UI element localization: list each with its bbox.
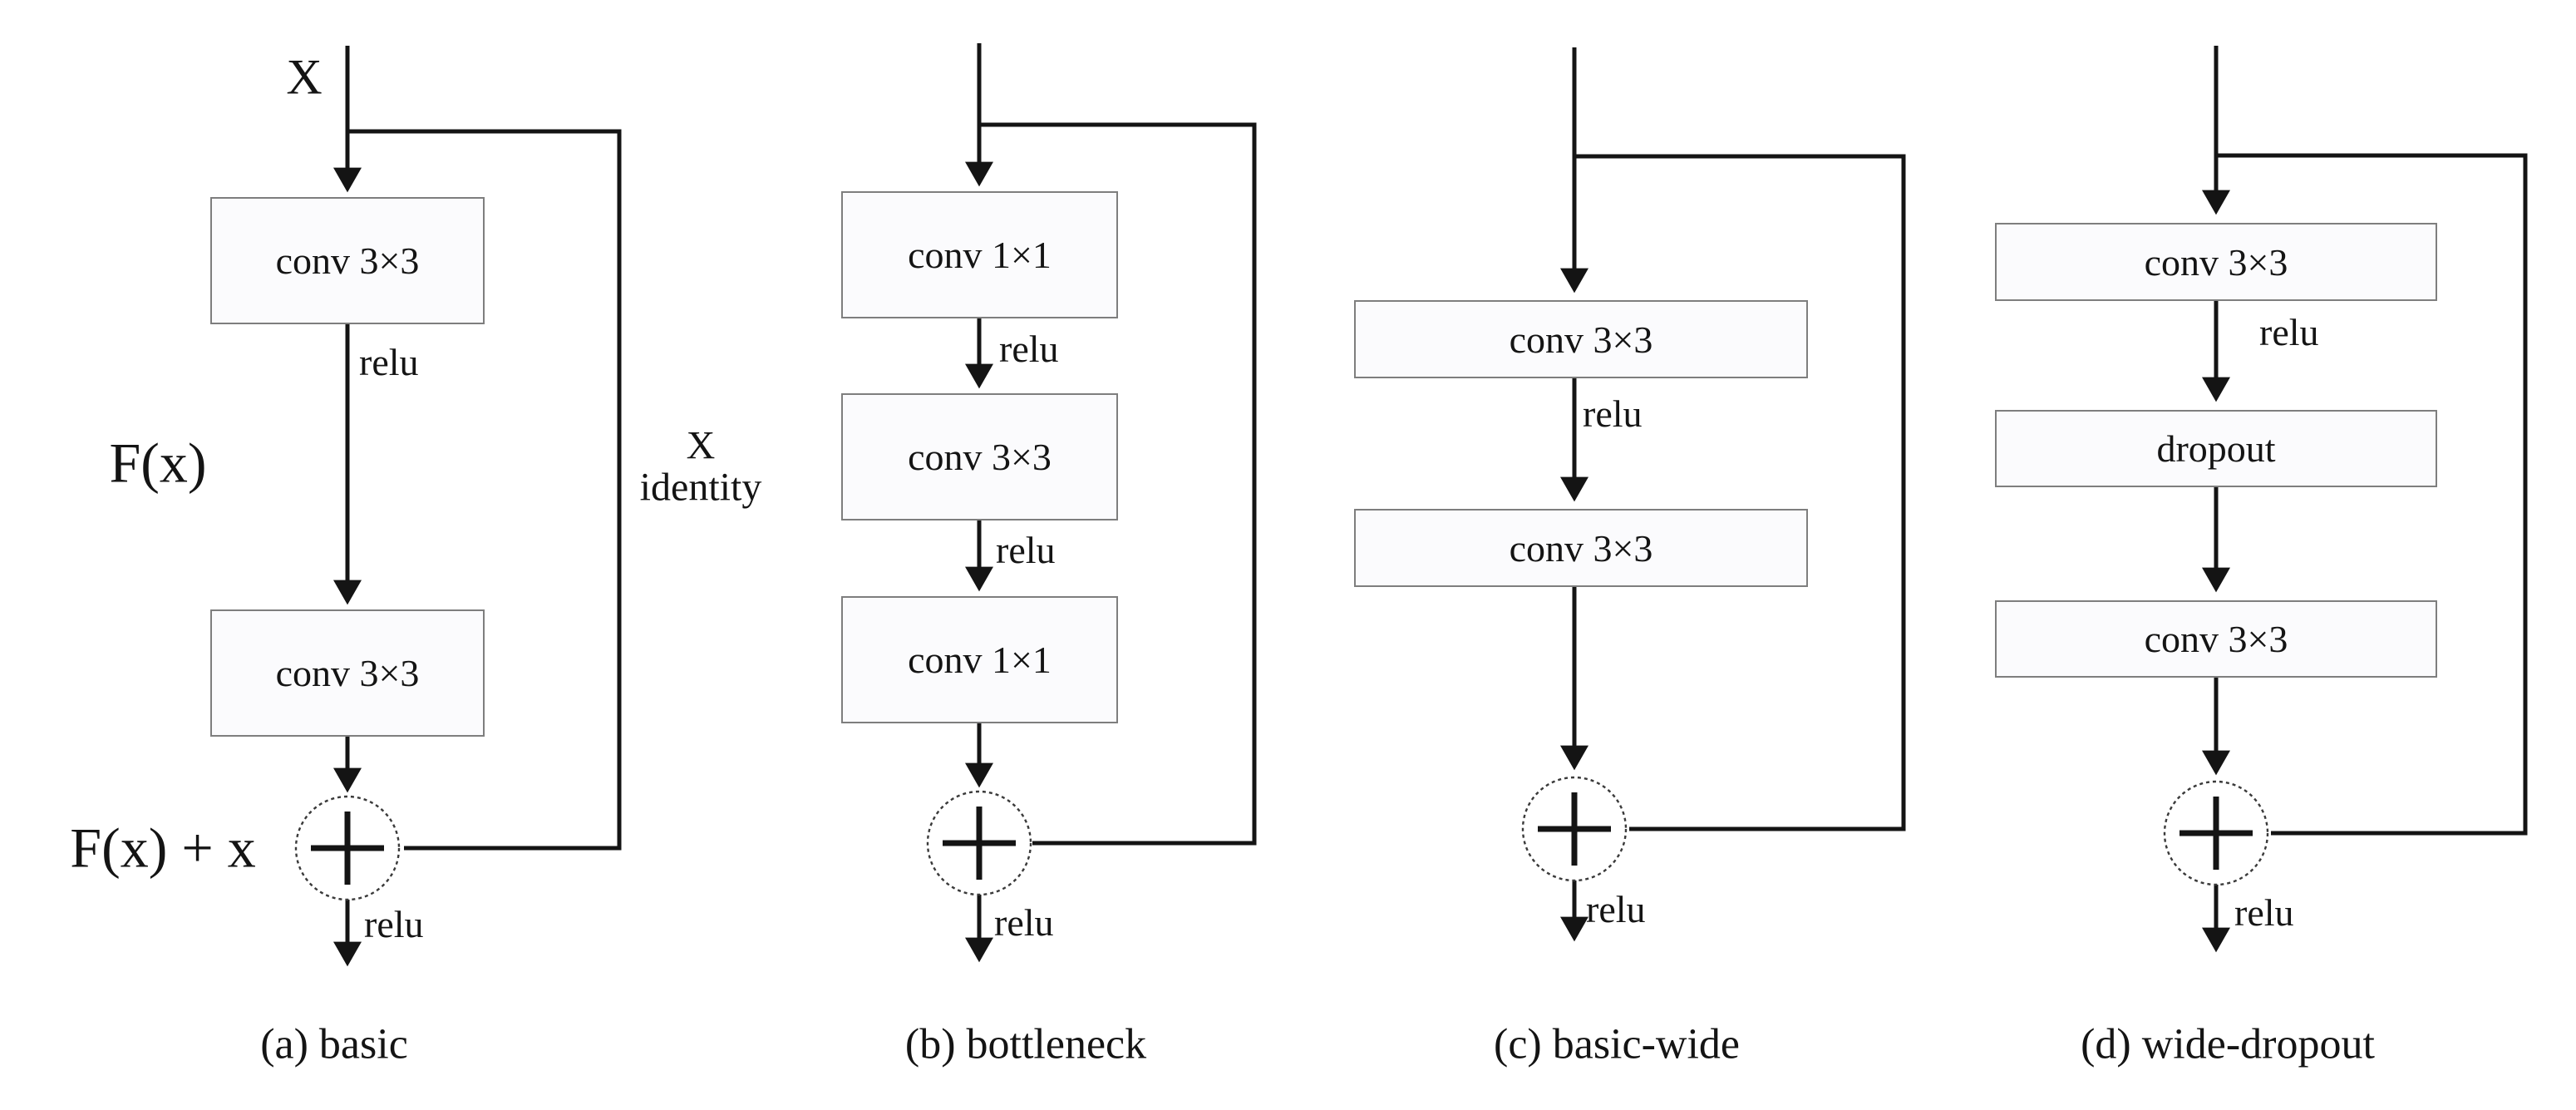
- sum-label: F(x) + x: [70, 816, 256, 880]
- plus-icon: [311, 812, 384, 885]
- relu-label: relu: [2259, 311, 2319, 353]
- diagram-d-connectors: [2163, 46, 2528, 953]
- function-label: F(x): [109, 431, 207, 495]
- conv-box: conv 3×3: [1995, 600, 2437, 678]
- caption-c: (c) basic-wide: [1494, 1020, 1740, 1068]
- diagram-c-connectors: [1521, 47, 1906, 942]
- diagram-b-connectors: [926, 43, 1257, 963]
- input-label: X: [286, 49, 323, 105]
- relu-label: relu: [2234, 891, 2294, 934]
- relu-label: relu: [1583, 392, 1643, 435]
- plus-icon: [1538, 792, 1611, 866]
- conv-box: conv 1×1: [841, 191, 1118, 318]
- conv-box: conv 1×1: [841, 596, 1118, 723]
- identity-label: X identity: [639, 423, 762, 510]
- dropout-box: dropout: [1995, 410, 2437, 487]
- caption-d: (d) wide-dropout: [2081, 1020, 2375, 1068]
- relu-label: relu: [999, 328, 1059, 370]
- identity-label-line1: X: [686, 423, 716, 468]
- conv-box: conv 3×3: [210, 197, 485, 324]
- plus-icon: [943, 807, 1016, 880]
- caption-a: (a) basic: [260, 1020, 408, 1068]
- plus-icon: [2180, 797, 2253, 870]
- relu-label: relu: [359, 341, 419, 383]
- diagram-a-connectors: [294, 46, 622, 967]
- relu-label: relu: [996, 529, 1056, 571]
- identity-label-line2: identity: [639, 466, 762, 510]
- conv-box: conv 3×3: [841, 393, 1118, 520]
- identity-skip-line: [347, 129, 622, 851]
- relu-label: relu: [364, 903, 424, 945]
- relu-label: relu: [994, 901, 1054, 944]
- identity-skip-line: [979, 122, 1257, 846]
- relu-label: relu: [1586, 888, 1646, 930]
- conv-box: conv 3×3: [1354, 509, 1808, 587]
- conv-box: conv 3×3: [1995, 223, 2437, 301]
- caption-b: (b) bottleneck: [904, 1020, 1147, 1068]
- identity-skip-line: [1574, 154, 1906, 831]
- conv-box: conv 3×3: [210, 609, 485, 737]
- identity-skip-line: [2216, 153, 2528, 836]
- conv-box: conv 3×3: [1354, 300, 1808, 378]
